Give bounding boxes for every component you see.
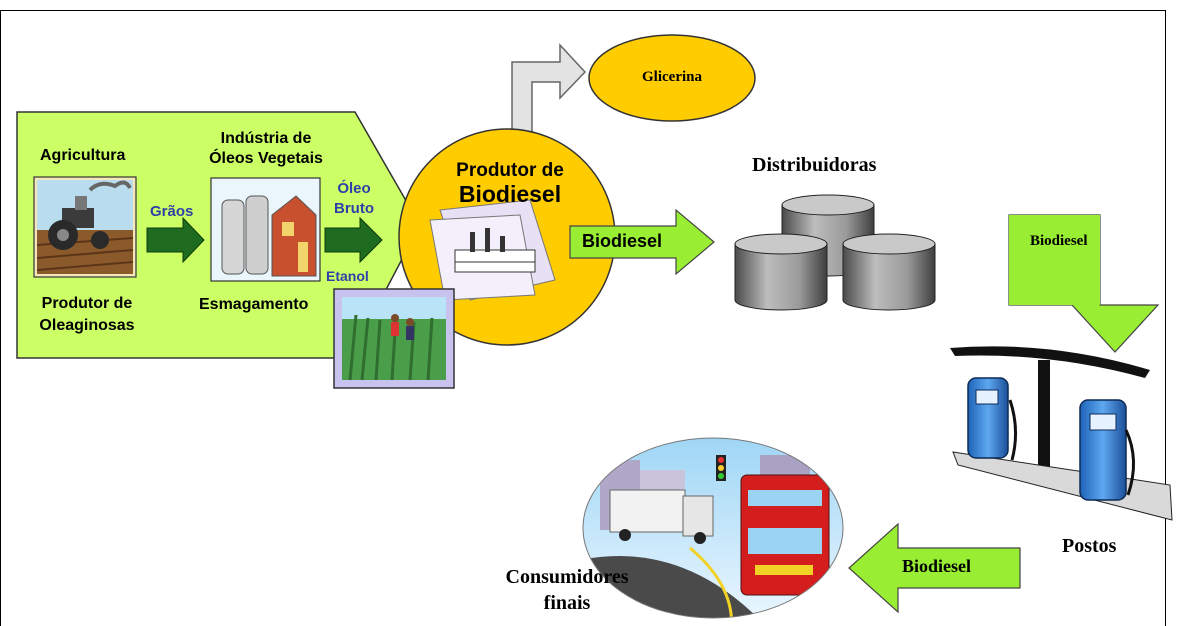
produtor-biodiesel-label: Produtor de Biodiesel — [425, 160, 595, 206]
consumidores-line1: Consumidores — [505, 566, 629, 588]
industria-line2: Óleos Vegetais — [209, 150, 323, 167]
oleo-bruto-label: Óleo Bruto — [326, 179, 382, 219]
agricultura-label: Agricultura — [40, 147, 126, 164]
postos-label: Postos — [1062, 535, 1117, 557]
postos-gas-station — [950, 346, 1173, 521]
produtor-biodiesel-line2: Biodiesel — [458, 181, 562, 207]
produtor-biodiesel-line1: Produtor de — [456, 160, 564, 181]
biodiesel-arrow-1-shape — [569, 208, 715, 276]
sugarcane-picture — [333, 288, 455, 389]
biodiesel-arrow-3-shape — [848, 522, 1021, 614]
tractor-picture — [33, 176, 137, 278]
oleo-line2: Bruto — [334, 200, 374, 217]
produtor-oleaginosas-line1: Produtor de — [41, 295, 133, 312]
oleo-line1: Óleo — [337, 180, 371, 197]
biodiesel-factory-picture — [429, 199, 556, 301]
industria-label: Indústria de Óleos Vegetais — [186, 129, 346, 169]
industria-picture — [210, 177, 321, 282]
etanol-label: Etanol — [326, 268, 369, 284]
glicerina-label: Glicerina — [642, 69, 702, 85]
industria-line1: Indústria de — [220, 130, 312, 147]
biodiesel-arrow-2-label: Biodiesel — [1030, 233, 1088, 249]
produtor-oleaginosas-line2: Oleaginosas — [39, 317, 135, 334]
consumidores-label: Consumidores finais — [492, 564, 642, 616]
distribuidoras-label: Distribuidoras — [752, 154, 877, 176]
consumidores-line2: finais — [543, 592, 591, 614]
glicerina-ellipse — [588, 34, 756, 122]
oleo-arrow — [324, 216, 383, 264]
biodiesel-arrow-1-label: Biodiesel — [582, 231, 663, 251]
graos-arrow — [146, 216, 205, 264]
graos-label: Grãos — [150, 203, 194, 220]
diagram-frame — [0, 10, 1166, 626]
produtor-oleaginosas-label: Produtor de Oleaginosas — [22, 293, 152, 337]
biodiesel-arrow-3-label: Biodiesel — [902, 556, 972, 576]
distribuidoras-tanks — [734, 194, 936, 311]
consumidores-picture — [582, 437, 844, 619]
glicerina-bent-arrow — [511, 43, 587, 136]
esmagamento-label: Esmagamento — [199, 296, 309, 313]
